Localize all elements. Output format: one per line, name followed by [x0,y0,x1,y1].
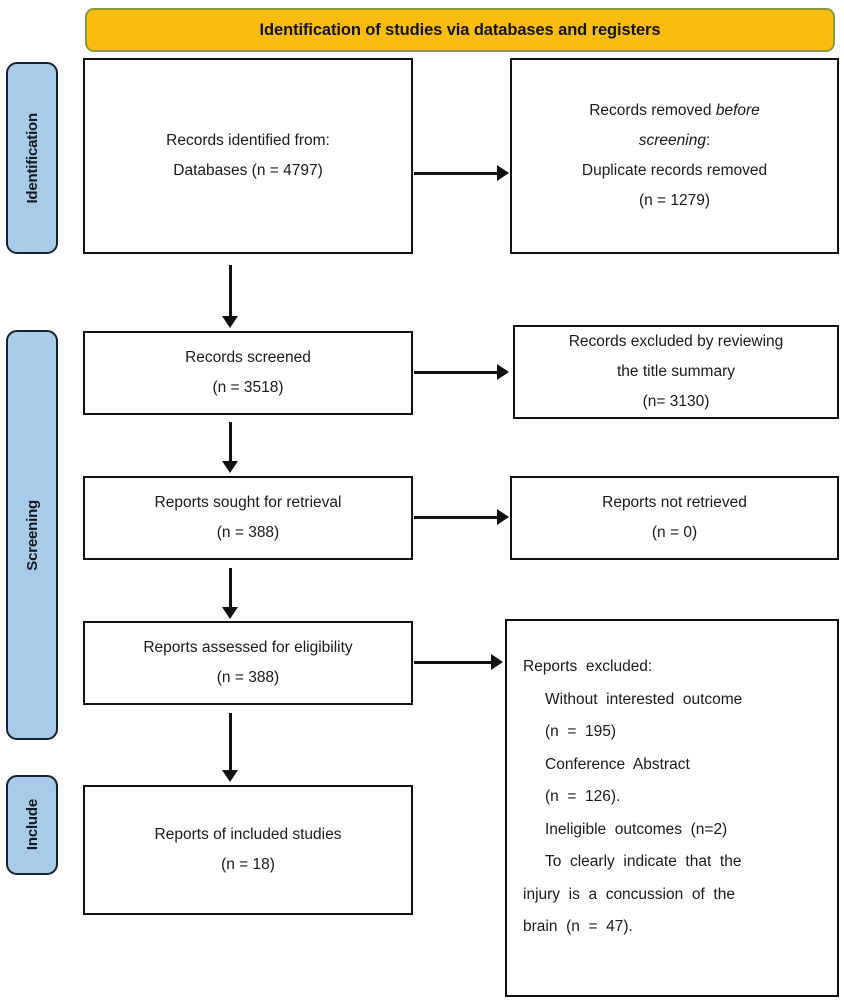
records-excluded-title-line-1: Records excluded by reviewing [568,332,784,350]
reports-excluded-line-3: (n = 195) [545,723,617,741]
records-identified-line-1: Records identified from: [166,131,330,149]
diagram-title-banner: Identification of studies via databases … [85,8,835,52]
records-removed-line-2-emphasis: screening [638,131,706,149]
records-removed-line-2: screening: [639,126,711,156]
reports-excluded-line-2: Without interested outcome [545,690,743,708]
box-reports-included: Reports of included studies (n = 18) [83,785,413,915]
diagram-title-text: Identification of studies via databases … [259,20,661,39]
reports-included-line-2: (n = 18) [221,856,275,873]
stage-label-identification-text: Identification [23,112,41,204]
arrow-screened-to-sought [229,422,232,462]
records-removed-line-1-emphasis: before [715,101,760,119]
records-screened-line-1: Records screened [185,348,311,366]
reports-sought-line-2: (n = 388) [216,524,280,541]
reports-excluded-line-7: To clearly indicate that the [545,853,742,871]
stage-label-screening: Screening [6,330,58,740]
records-excluded-title-line-3: (n= 3130) [642,393,710,411]
box-reports-not-retrieved: Reports not retrieved (n = 0) [510,476,839,560]
reports-not-retrieved-line-1: Reports not retrieved [602,493,747,511]
box-records-excluded-title: Records excluded by reviewing the title … [513,325,839,419]
arrow-sought-to-assessed [229,568,232,608]
records-removed-line-4: (n = 1279) [638,192,711,210]
records-removed-line-2-suffix: : [705,131,711,149]
reports-excluded-line-5: (n = 126). [545,788,621,806]
box-records-screened: Records screened (n = 3518) [83,331,413,415]
reports-excluded-line-6: Ineligible outcomes (n=2) [545,820,728,838]
arrow-identified-to-screened [229,265,232,317]
reports-excluded-line-1: Reports excluded: [523,658,653,675]
arrow-identified-to-removed [414,172,498,175]
reports-excluded-line-4: Conference Abstract [545,755,690,773]
box-reports-sought: Reports sought for retrieval (n = 388) [83,476,413,560]
stage-label-include: Include [6,775,58,875]
box-records-identified: Records identified from: Databases (n = … [83,58,413,254]
reports-assessed-line-2: (n = 388) [216,669,280,686]
stage-label-identification: Identification [6,62,58,254]
box-reports-excluded-reasons: Reports excluded: Without interested out… [505,619,839,997]
reports-assessed-line-1: Reports assessed for eligibility [143,638,353,656]
stage-label-include-text: Include [23,799,41,851]
arrow-sought-to-not-retrieved [414,516,498,519]
records-removed-line-1-prefix: Records removed [589,101,716,119]
arrow-assessed-to-included [229,713,232,771]
records-removed-line-1: Records removed before [589,96,760,126]
reports-not-retrieved-line-2: (n = 0) [651,524,698,541]
records-screened-line-2: (n = 3518) [212,379,284,396]
records-identified-line-2: Databases (n = 4797) [173,162,323,179]
reports-excluded-line-9: brain (n = 47). [523,918,633,936]
reports-included-line-1: Reports of included studies [154,825,342,843]
arrow-assessed-to-excluded-reasons [414,661,492,664]
records-excluded-title-line-2: the title summary [616,362,735,380]
box-reports-assessed: Reports assessed for eligibility (n = 38… [83,621,413,705]
reports-sought-line-1: Reports sought for retrieval [154,493,342,511]
box-records-removed: Records removed before screening: Duplic… [510,58,839,254]
arrow-screened-to-excluded-title [414,371,498,374]
records-removed-line-3: Duplicate records removed [581,162,768,179]
reports-excluded-line-8: injury is a concussion of the [523,885,735,903]
stage-label-screening-text: Screening [23,499,41,571]
